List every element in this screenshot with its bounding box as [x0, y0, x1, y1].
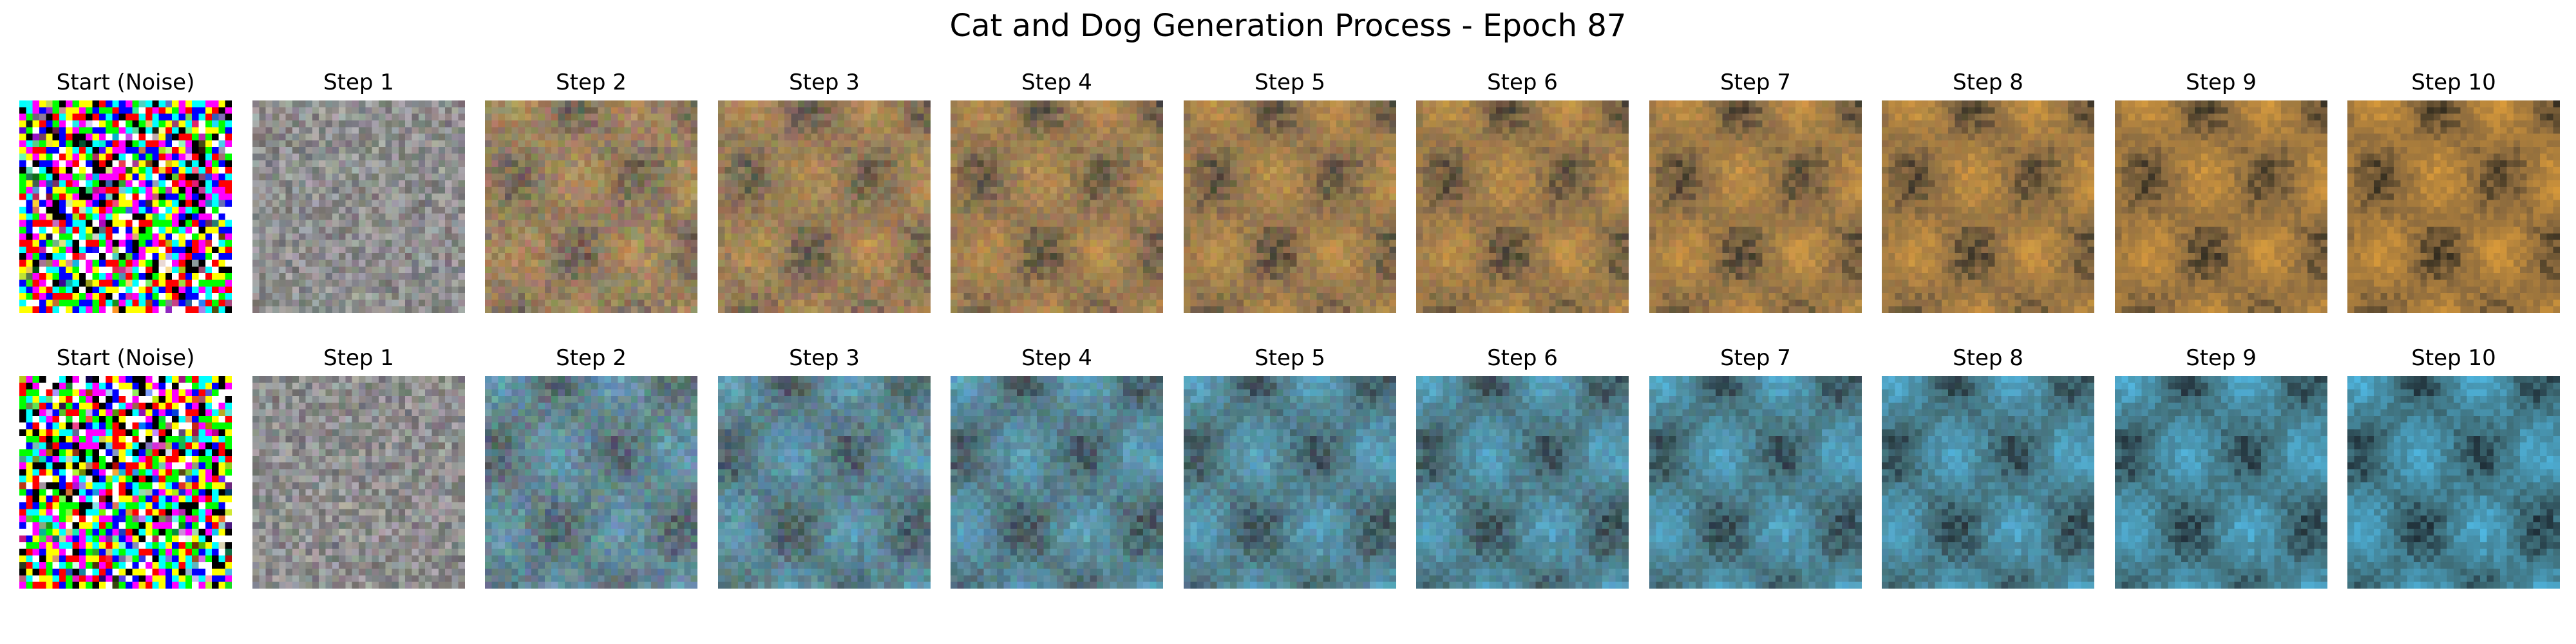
cat-panel-step-4 — [951, 100, 1163, 313]
generated-image — [1882, 100, 2094, 313]
generated-image — [485, 100, 697, 313]
dog-panel-step-3 — [718, 376, 931, 589]
cat-panel-step-2 — [485, 100, 697, 313]
generated-image — [2347, 100, 2560, 313]
cat-panel-step-1 — [252, 100, 465, 313]
generated-image — [718, 376, 931, 589]
generated-image — [252, 376, 465, 589]
panel-label: Step 10 — [2411, 345, 2496, 371]
panel-label: Step 8 — [1953, 345, 2023, 371]
dog-panel-step-4 — [951, 376, 1163, 589]
panel-label: Step 4 — [1021, 70, 1092, 95]
generated-image — [2115, 376, 2327, 589]
cat-panel-step-10 — [2347, 100, 2560, 313]
generated-image — [1649, 100, 1862, 313]
dog-panel-step-6 — [1416, 376, 1629, 589]
generated-image — [1416, 100, 1629, 313]
generated-image — [252, 100, 465, 313]
panel-label: Step 10 — [2411, 70, 2496, 95]
panel-label: Step 9 — [2186, 70, 2257, 95]
panel-label: Start (Noise) — [56, 70, 195, 95]
dog-panel-step-5 — [1184, 376, 1396, 589]
cat-panel-step-8 — [1882, 100, 2094, 313]
dog-panel-step-1 — [252, 376, 465, 589]
panel-label: Step 7 — [1720, 345, 1791, 371]
panel-label: Step 9 — [2186, 345, 2257, 371]
panel-label: Step 6 — [1487, 70, 1558, 95]
dog-panel-noise — [19, 376, 232, 589]
generated-image — [1882, 376, 2094, 589]
cat-panel-step-5 — [1184, 100, 1396, 313]
panel-label: Step 6 — [1487, 345, 1558, 371]
cat-panel-step-9 — [2115, 100, 2327, 313]
generated-image — [1184, 376, 1396, 589]
generated-image — [718, 100, 931, 313]
cat-panel-step-6 — [1416, 100, 1629, 313]
dog-panel-step-2 — [485, 376, 697, 589]
panel-label: Step 1 — [323, 345, 394, 371]
generated-image — [485, 376, 697, 589]
cat-panel-noise — [19, 100, 232, 313]
generated-image — [951, 376, 1163, 589]
panel-label: Step 3 — [789, 345, 860, 371]
generated-image — [2347, 376, 2560, 589]
cat-panel-step-3 — [718, 100, 931, 313]
panel-label: Step 5 — [1255, 345, 1325, 371]
dog-panel-step-8 — [1882, 376, 2094, 589]
dog-panel-step-9 — [2115, 376, 2327, 589]
generated-image — [1416, 376, 1629, 589]
panel-label: Step 5 — [1255, 70, 1325, 95]
generated-image — [951, 100, 1163, 313]
panel-label: Step 4 — [1021, 345, 1092, 371]
panel-label: Step 1 — [323, 70, 394, 95]
generated-image — [1649, 376, 1862, 589]
panel-label: Step 2 — [556, 345, 627, 371]
panel-label: Step 3 — [789, 70, 860, 95]
figure-title: Cat and Dog Generation Process - Epoch 8… — [949, 8, 1627, 44]
dog-panel-step-10 — [2347, 376, 2560, 589]
generated-image — [19, 100, 232, 313]
panel-label: Step 2 — [556, 70, 627, 95]
panel-label: Start (Noise) — [56, 345, 195, 371]
dog-panel-step-7 — [1649, 376, 1862, 589]
generated-image — [2115, 100, 2327, 313]
generated-image — [19, 376, 232, 589]
cat-panel-step-7 — [1649, 100, 1862, 313]
generated-image — [1184, 100, 1396, 313]
panel-label: Step 7 — [1720, 70, 1791, 95]
panel-label: Step 8 — [1953, 70, 2023, 95]
